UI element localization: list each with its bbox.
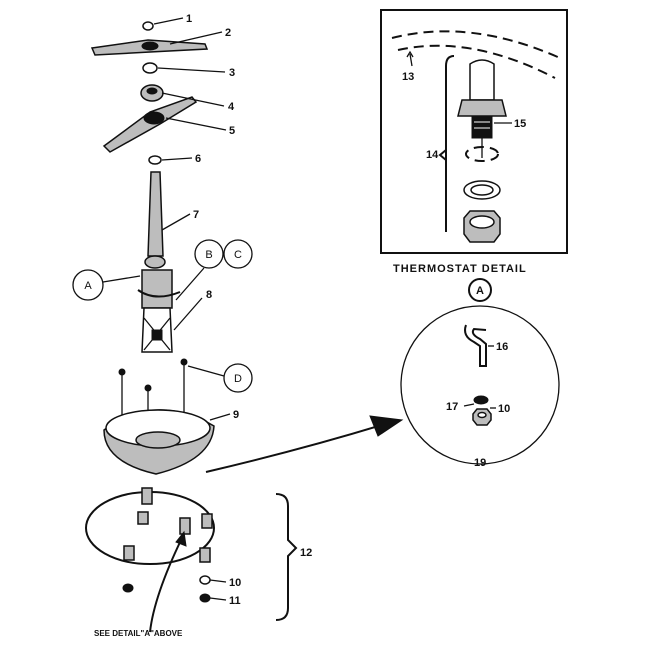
part-11-nut [199,593,211,603]
hole-outline [465,146,499,162]
leader-BC [175,267,205,301]
callout-6: 6 [195,153,201,165]
inset-title: THERMOSTAT DETAIL [393,263,527,275]
callout-3: 3 [229,67,235,79]
callout-15: 15 [514,118,526,130]
callout-8: 8 [206,289,212,301]
inset-marker-label: A [476,285,484,297]
inset-frame [380,9,568,254]
callout-14: 14 [426,149,439,161]
callout-5: 5 [229,125,235,137]
inset-marker-circle [468,278,492,302]
bracket-14 [445,55,455,232]
part-10-washer [199,575,211,585]
detail-a-circle [400,305,560,465]
leader-13 [409,53,413,67]
thermostat-detail-inset [380,9,568,254]
part-1-cap [142,21,154,31]
callout-10: 10 [229,577,241,589]
heater-terminal-top [141,487,153,505]
tank-wall-inner [397,44,556,79]
callout-17: 17 [446,401,458,413]
ref-d-label: D [234,373,242,385]
leader-see-detail [149,537,183,633]
nut-left [122,583,134,593]
callout-19: 19 [474,457,486,469]
thermostat-cap [469,59,495,101]
detail-pointer-arrowhead [369,415,404,437]
callout-10b: 10 [498,403,510,415]
leader-D [187,365,225,377]
detail-pointer-arrow [205,424,383,473]
ref-b-label: B [205,249,212,261]
ref-a-label: A [84,280,92,292]
lockwasher-17 [473,395,489,405]
callout-12: 12 [300,547,312,559]
arrow-13 [406,50,414,58]
ref-c-label: C [234,249,242,261]
ref-circle-a [72,269,104,301]
part-7-shaft [147,171,164,257]
gasket [463,180,501,200]
leader-17 [463,403,475,407]
thermostat [457,59,507,162]
callout-11: 11 [229,595,241,607]
part-5-lower-spray-arm [102,96,198,153]
locknut [463,210,501,243]
tank-wall-outer [391,30,561,59]
thermostat-hex [457,99,507,117]
ref-circle-c [223,239,253,269]
bracket-14-tip [438,149,447,161]
callout-7: 7 [193,209,199,221]
callout-13: 13 [402,71,414,83]
thermostat-thread [471,115,493,139]
callout-9: 9 [233,409,239,421]
callout-1: 1 [186,13,192,25]
heater-terminal-right [201,513,213,529]
callout-2: 2 [225,27,231,39]
part-6-washer [148,155,162,165]
callout-16: 16 [496,341,508,353]
heater-terminal-left [123,545,135,561]
callout-4: 4 [228,101,235,113]
bracket-16 [464,324,487,367]
bracket-12 [275,493,298,621]
ref-circle-b [194,239,224,269]
spray-arm-assembly [85,21,298,633]
ref-circle-d [223,363,253,393]
heater-terminal-center [179,517,191,535]
leader-A [102,275,141,283]
part-3-nut [142,62,158,74]
see-detail-note: SEE DETAIL"A"ABOVE [94,629,183,638]
part-8-housing [141,269,173,309]
